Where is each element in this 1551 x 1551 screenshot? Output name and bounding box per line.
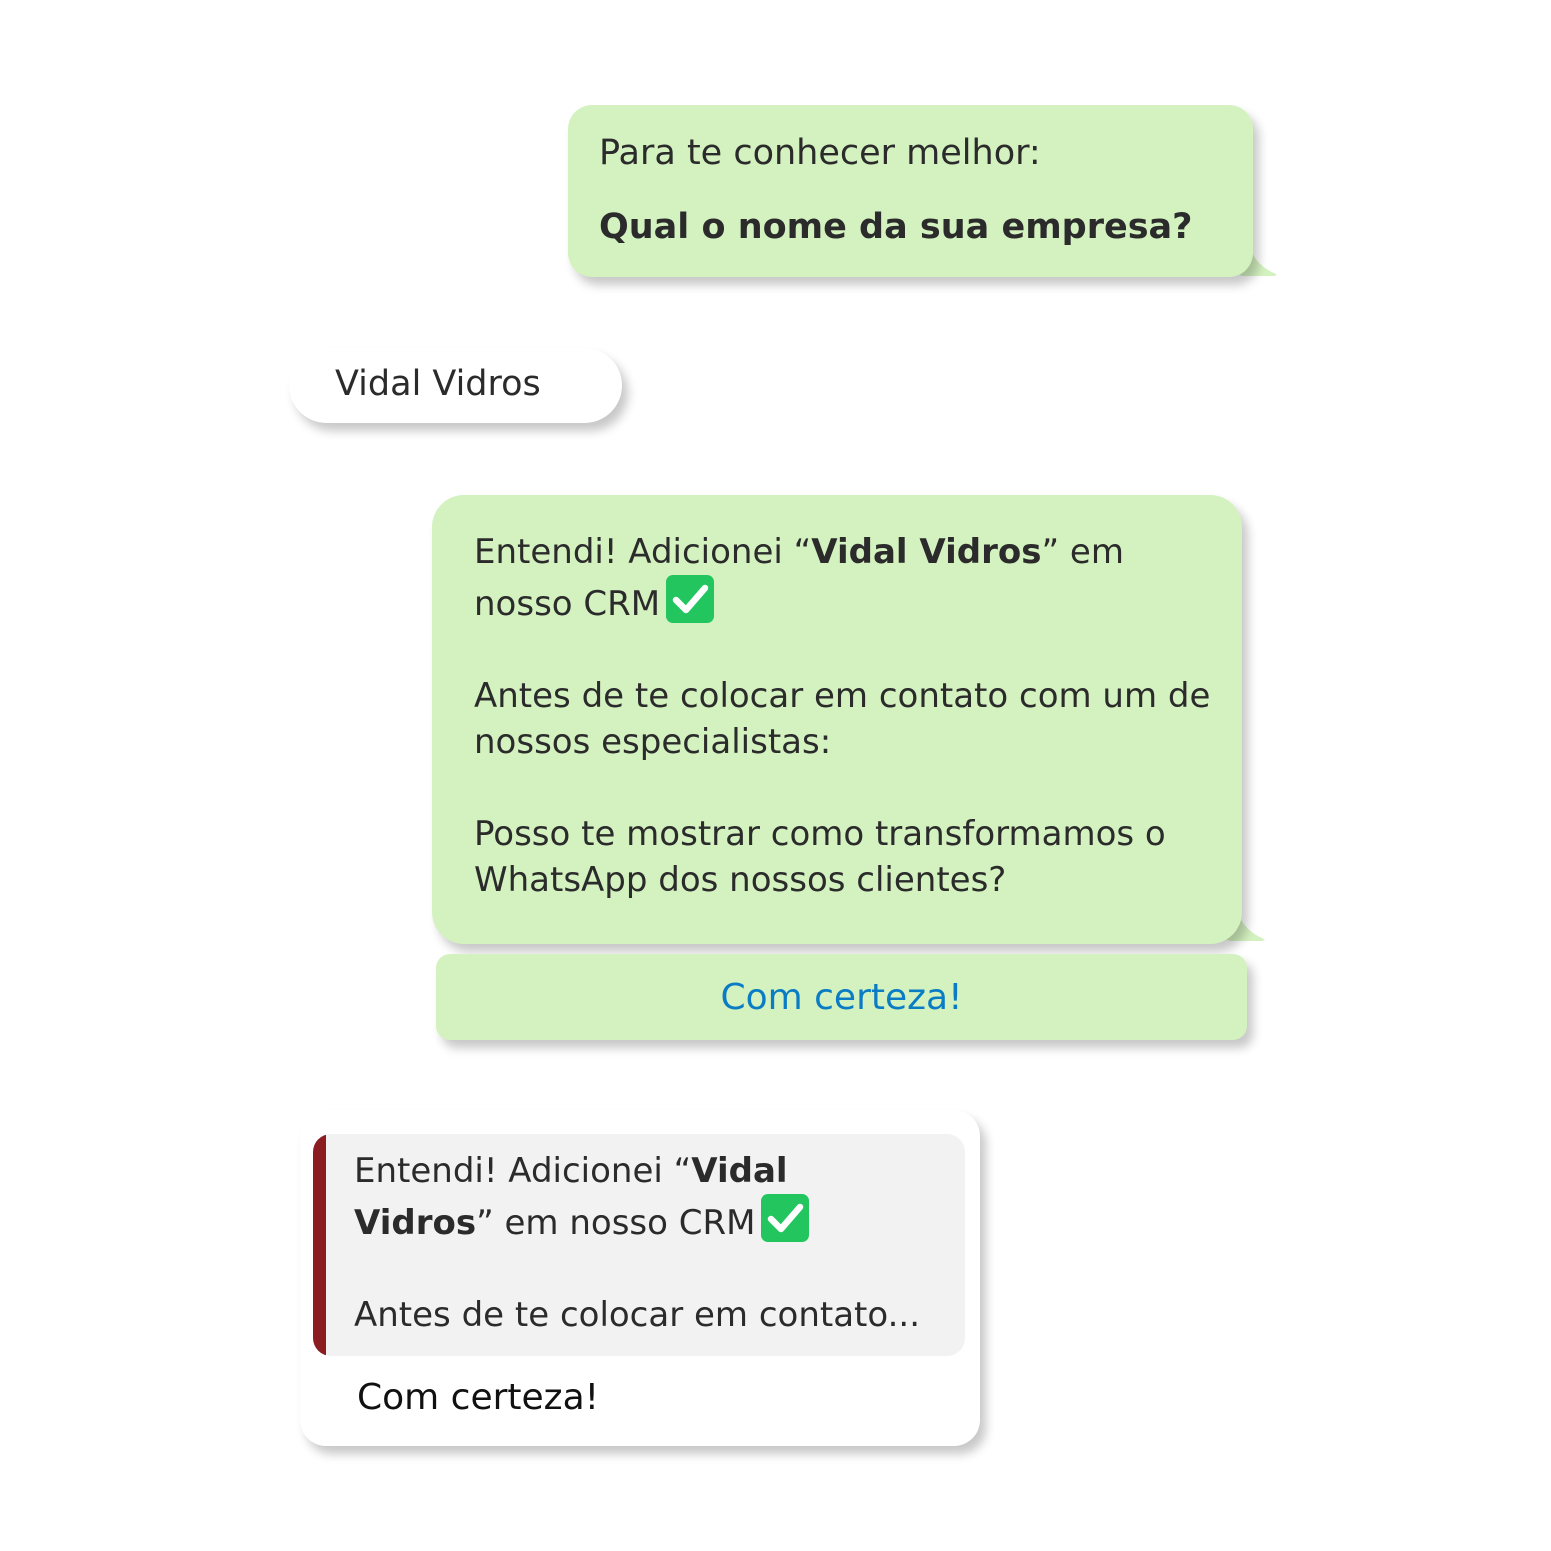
message-text: Entendi! Adicionei “ <box>474 532 812 572</box>
message-text: ” em nosso CRM <box>476 1203 756 1243</box>
company-name: Vidal Vidros <box>354 1151 788 1243</box>
message-paragraph: Entendi! Adicionei “Vidal Vidros” em nos… <box>474 529 1218 627</box>
check-mark-icon <box>761 1194 810 1242</box>
quoted-message[interactable]: Entendi! Adicionei “Vidal Vidros” em nos… <box>313 1134 965 1356</box>
reply-text: Com certeza! <box>357 1377 600 1418</box>
message-paragraph: Posso te mostrar como transformamos o Wh… <box>474 814 1166 900</box>
quick-reply-label: Com certeza! <box>720 976 963 1018</box>
message-text: Entendi! Adicionei “ <box>354 1151 692 1191</box>
message-text: Vidal Vidros <box>335 364 541 404</box>
message-paragraph: Antes de te colocar em contato com um de… <box>474 676 1211 762</box>
quote-accent-bar <box>313 1134 326 1356</box>
user-reply-bubble: Entendi! Adicionei “Vidal Vidros” em nos… <box>300 1110 980 1446</box>
message-text: ” em nosso CRM <box>474 532 1124 624</box>
quoted-text: Entendi! Adicionei “Vidal Vidros” em nos… <box>354 1148 935 1338</box>
user-message-bubble: Vidal Vidros <box>289 348 622 423</box>
company-name: Vidal Vidros <box>811 532 1042 572</box>
check-mark-icon <box>666 575 715 623</box>
bot-message-bubble: Entendi! Adicionei “Vidal Vidros” em nos… <box>432 495 1242 944</box>
quoted-paragraph: Entendi! Adicionei “Vidal Vidros” em nos… <box>354 1148 935 1246</box>
message-text: Para te conhecer melhor: <box>599 133 1041 173</box>
message-question: Qual o nome da sua empresa? <box>599 207 1193 247</box>
quoted-paragraph: Antes de te colocar em contato... <box>354 1295 921 1335</box>
quick-reply-button[interactable]: Com certeza! <box>436 954 1247 1040</box>
bot-message-bubble: Para te conhecer melhor: Qual o nome da … <box>568 105 1253 277</box>
